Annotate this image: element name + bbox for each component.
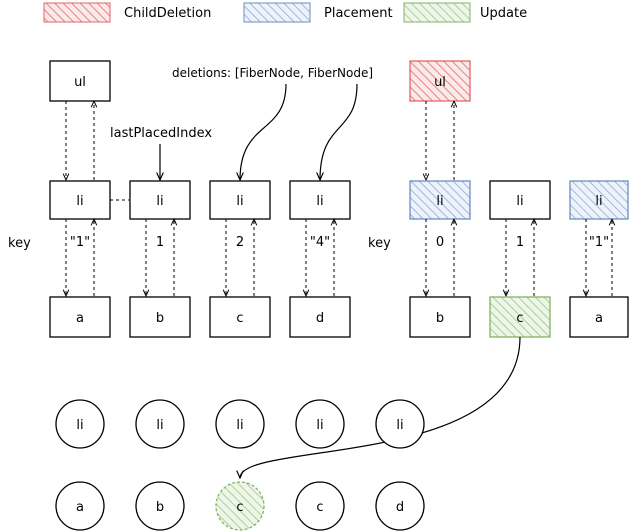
right-child-node-1 [409,296,471,338]
right-column-2: 1 c [489,219,551,338]
left-li-node-4 [289,180,351,220]
legend-swatch-child-deletion [43,2,111,23]
left-key-label: key [8,236,31,251]
left-li-label-1: li [76,194,83,209]
left-key-4: "4" [310,235,330,250]
legend-swatch-placement [243,2,311,23]
circle-row-li: li li li li li [55,399,425,449]
circle-li-label-1: li [76,418,83,433]
right-child-node-3 [569,296,629,338]
circle-li-5 [375,399,425,449]
legend-item-update: Update [403,2,527,23]
circle-child-1 [55,481,105,531]
right-key-label: key [368,236,391,251]
circle-li-3 [215,399,265,449]
left-child-label-2: b [156,311,164,326]
left-child-node-1 [49,296,111,338]
annotations: lastPlacedIndex deletions: [FiberNode, F… [110,66,373,180]
left-child-label-3: c [236,311,243,326]
legend: ChildDeletion Placement Update [43,2,527,23]
circle-child-label-3: c [236,500,243,515]
left-column-4: "4" d [289,219,351,338]
left-li-node-3 [209,180,271,220]
left-child-label-1: a [76,311,84,326]
circle-child-3 [215,481,265,531]
left-li-node-2 [129,180,191,220]
right-column-3: "1" a [569,219,629,338]
deletions-arrow-to-d [320,83,358,180]
deletions-arrow-to-c [240,83,287,180]
right-child-label-3: a [595,311,603,326]
legend-label-update: Update [480,6,527,21]
circle-child-label-5: d [396,500,404,515]
legend-item-child-deletion: ChildDeletion [43,2,211,23]
left-child-node-3 [209,296,271,338]
left-li-node-1 [49,180,111,220]
left-child-label-4: d [316,311,324,326]
left-tree: ul li li li li key "1" a 1 b [8,60,351,338]
left-ul-label: ul [74,75,86,90]
circle-li-label-4: li [316,418,323,433]
circle-li-label-3: li [236,418,243,433]
right-li-label-1: li [436,194,443,209]
left-ul-node [49,60,111,102]
right-ul-node [409,60,471,102]
legend-label-child-deletion: ChildDeletion [124,6,211,21]
right-li-node-3 [569,180,629,220]
legend-label-placement: Placement [324,6,393,21]
circle-child-4 [295,481,345,531]
update-reuse-arrow [240,336,521,478]
circle-child-label-2: b [156,500,164,515]
right-key-2: 1 [516,235,524,250]
circle-li-2 [135,399,185,449]
right-child-label-2: c [516,311,523,326]
circle-li-label-2: li [156,418,163,433]
left-li-label-4: li [316,194,323,209]
right-li-node-1 [409,180,471,220]
circle-child-2 [135,481,185,531]
circle-child-5 [375,481,425,531]
circle-row-children: a b c c d [55,481,425,531]
circle-li-label-5: li [396,418,403,433]
right-column-1: 0 b [409,219,471,338]
circle-li-1 [55,399,105,449]
legend-swatch-update [403,2,471,23]
right-child-label-1: b [436,311,444,326]
legend-item-placement: Placement [243,2,393,23]
left-li-label-2: li [156,194,163,209]
left-column-1: "1" a [49,219,111,338]
right-key-1: 0 [436,235,444,250]
circle-child-label-1: a [76,500,84,515]
left-column-2: 1 b [129,219,191,338]
left-key-2: 1 [156,235,164,250]
circle-li-4 [295,399,345,449]
left-li-label-3: li [236,194,243,209]
left-column-3: 2 c [209,219,271,338]
left-key-3: 2 [236,235,244,250]
right-child-node-2 [489,296,551,338]
right-li-label-2: li [516,194,523,209]
left-key-1: "1" [70,235,90,250]
circle-child-label-4: c [316,500,323,515]
last-placed-index-label: lastPlacedIndex [110,126,212,141]
right-ul-label: ul [434,75,446,90]
deletions-label: deletions: [FiberNode, FiberNode] [172,66,373,80]
right-key-3: "1" [589,235,609,250]
left-child-node-2 [129,296,191,338]
right-li-node-2 [489,180,551,220]
right-tree: ul li li li key 0 b 1 c "1" a [368,60,629,338]
right-li-label-3: li [595,194,602,209]
left-child-node-4 [289,296,351,338]
